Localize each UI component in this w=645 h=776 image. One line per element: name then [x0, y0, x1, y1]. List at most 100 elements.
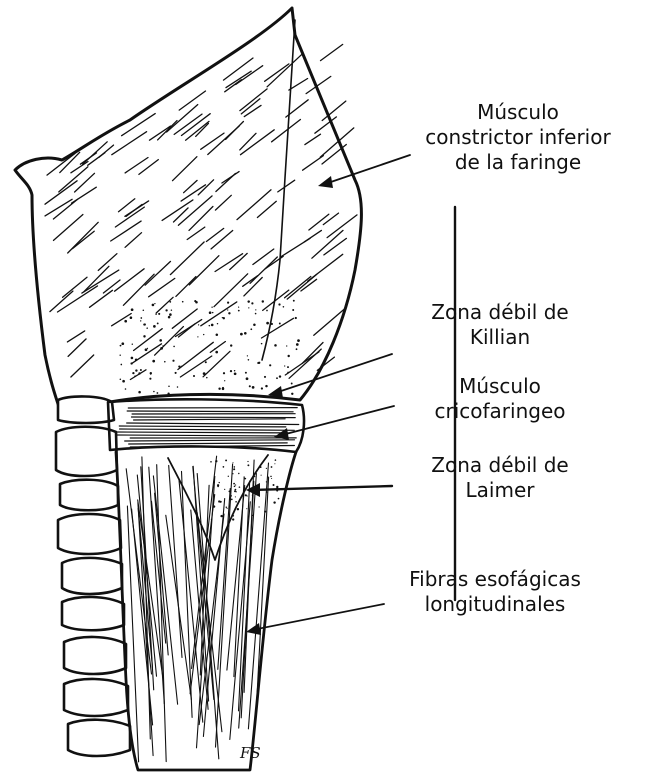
stipple-dot: [239, 486, 241, 488]
stipple-dot: [266, 322, 269, 325]
stipple-dot: [266, 481, 267, 482]
hatch-stroke: [193, 467, 214, 700]
stipple-dot: [230, 370, 232, 372]
stipple-dot: [213, 482, 215, 484]
stipple-dot: [234, 372, 237, 375]
stipple-dot: [131, 308, 134, 311]
stipple-dot: [232, 473, 233, 474]
stipple-dot: [120, 345, 122, 347]
hatch-stroke: [287, 274, 317, 299]
arrow-laimer: [252, 486, 392, 490]
stipple-dot: [205, 361, 207, 363]
stipple-dot: [264, 511, 266, 513]
hatch-stroke: [72, 187, 97, 203]
label-fibras-esofagicas: Fibras esofágicas longitudinales: [370, 567, 620, 617]
tracheal-ring: [62, 597, 124, 630]
hatch-stroke: [112, 314, 132, 326]
stipple-dot: [273, 501, 275, 503]
hatch-stroke: [117, 435, 287, 436]
stipple-dot: [195, 301, 198, 304]
hatch-stroke: [215, 254, 243, 272]
stipple-dot: [182, 301, 184, 303]
hatch-stroke: [178, 342, 213, 369]
hatch-stroke: [278, 180, 295, 192]
stipple-dot: [224, 380, 225, 381]
hatch-stroke: [262, 318, 294, 338]
stipple-dot: [261, 387, 263, 389]
tracheal-ring: [58, 396, 114, 423]
stipple-dot: [244, 476, 245, 477]
hatch-stroke: [50, 291, 73, 312]
stipple-dot: [246, 508, 247, 509]
hatch-stroke: [149, 278, 175, 296]
stipple-dot: [198, 324, 199, 325]
stipple-dot: [266, 492, 267, 493]
stipple-dot: [291, 393, 293, 395]
stippling: [119, 300, 299, 521]
stipple-dot: [209, 325, 211, 327]
hatch-stroke: [324, 238, 347, 255]
hatch-stroke: [323, 213, 338, 225]
hatch-stroke: [134, 329, 163, 351]
stipple-dot: [171, 309, 172, 310]
stipple-dot: [233, 483, 235, 485]
stipple-dot: [232, 518, 234, 520]
stipple-dot: [211, 324, 214, 327]
stipple-dot: [245, 372, 247, 374]
hatch-stroke: [174, 208, 189, 222]
stipple-dot: [261, 475, 262, 476]
stipple-dot: [260, 466, 262, 468]
label-zona-killian: Zona débil de Killian: [395, 300, 605, 350]
stipple-dot: [227, 302, 229, 304]
hatch-stroke: [129, 443, 288, 444]
hatch-stroke: [322, 145, 346, 165]
stipple-dot: [231, 499, 233, 501]
stipple-dot: [155, 313, 156, 314]
stipple-dot: [297, 339, 300, 342]
stipple-dot: [150, 373, 151, 374]
stipple-dot: [254, 476, 256, 478]
hatch-stroke: [73, 231, 95, 248]
stipple-dot: [233, 515, 235, 517]
stipple-dot: [292, 309, 294, 311]
stipple-dot: [252, 386, 255, 389]
stipple-dot: [216, 334, 219, 337]
label-line: de la faringe: [398, 150, 638, 175]
stipple-dot: [219, 482, 220, 483]
hatch-stroke: [222, 172, 239, 183]
label-line: Laimer: [395, 478, 605, 503]
stipple-dot: [270, 476, 272, 478]
hatch-stroke: [189, 207, 213, 231]
hatch-stroke: [116, 432, 288, 433]
stipple-dot: [211, 519, 212, 520]
stipple-dot: [227, 508, 228, 509]
stipple-dot: [218, 388, 220, 390]
stipple-dot: [247, 300, 249, 302]
stipple-dot: [232, 462, 233, 463]
stipple-dot: [213, 505, 215, 507]
stipple-dot: [224, 489, 225, 490]
hatch-stroke: [170, 242, 204, 275]
hatch-stroke: [184, 180, 198, 192]
label-line: Músculo: [398, 100, 638, 125]
stipple-dot: [197, 336, 198, 337]
stipple-dot: [134, 375, 136, 377]
stipple-dot: [258, 506, 259, 507]
stipple-dot: [143, 310, 145, 312]
label-zona-laimer: Zona débil de Laimer: [395, 453, 605, 503]
arrow-constrictor: [322, 155, 410, 185]
label-line: Músculo: [395, 374, 605, 399]
stipple-dot: [271, 466, 273, 468]
stipple-dot: [178, 366, 180, 368]
hatch-stroke: [130, 370, 146, 380]
hatch-stroke: [68, 222, 99, 253]
stipple-dot: [250, 328, 252, 330]
stipple-dot: [252, 495, 253, 496]
thyroid-cartilage-outline: [15, 8, 361, 410]
hatch-stroke: [225, 80, 242, 92]
hatch-stroke: [201, 133, 224, 149]
arrow-crico: [278, 406, 394, 436]
stipple-dot: [223, 466, 225, 468]
label-line: Fibras esofágicas: [370, 567, 620, 592]
stipple-dot: [152, 304, 155, 307]
